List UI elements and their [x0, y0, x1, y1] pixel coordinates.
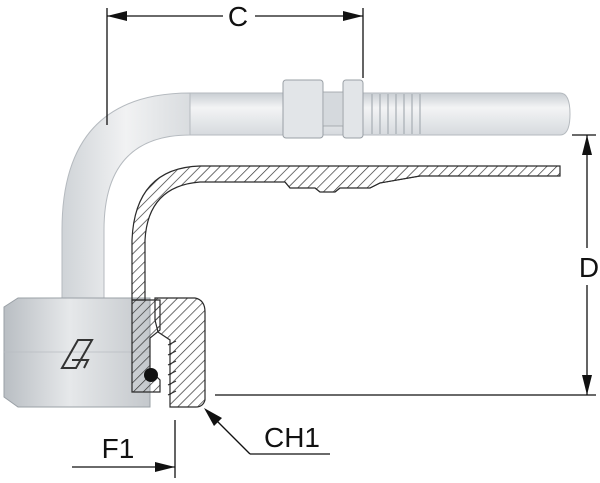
fitting-body: [61, 79, 571, 306]
dimension-c: [106, 8, 364, 125]
dimension-d: [215, 134, 596, 396]
barb-ridges: [371, 94, 421, 134]
dimension-f1-label: F1: [102, 433, 135, 464]
dimension-d-label: D: [579, 252, 599, 283]
dimension-f1: [72, 420, 176, 478]
callout-ch1-label: CH1: [264, 422, 320, 453]
thread-lines: [167, 340, 177, 396]
cross-section: [131, 165, 561, 408]
dimension-c-label: C: [228, 1, 248, 32]
callout-ch1: [204, 408, 330, 455]
swivel-nut: [3, 297, 151, 408]
brand-logo-icon: [60, 339, 94, 369]
o-ring-icon: [144, 368, 158, 382]
